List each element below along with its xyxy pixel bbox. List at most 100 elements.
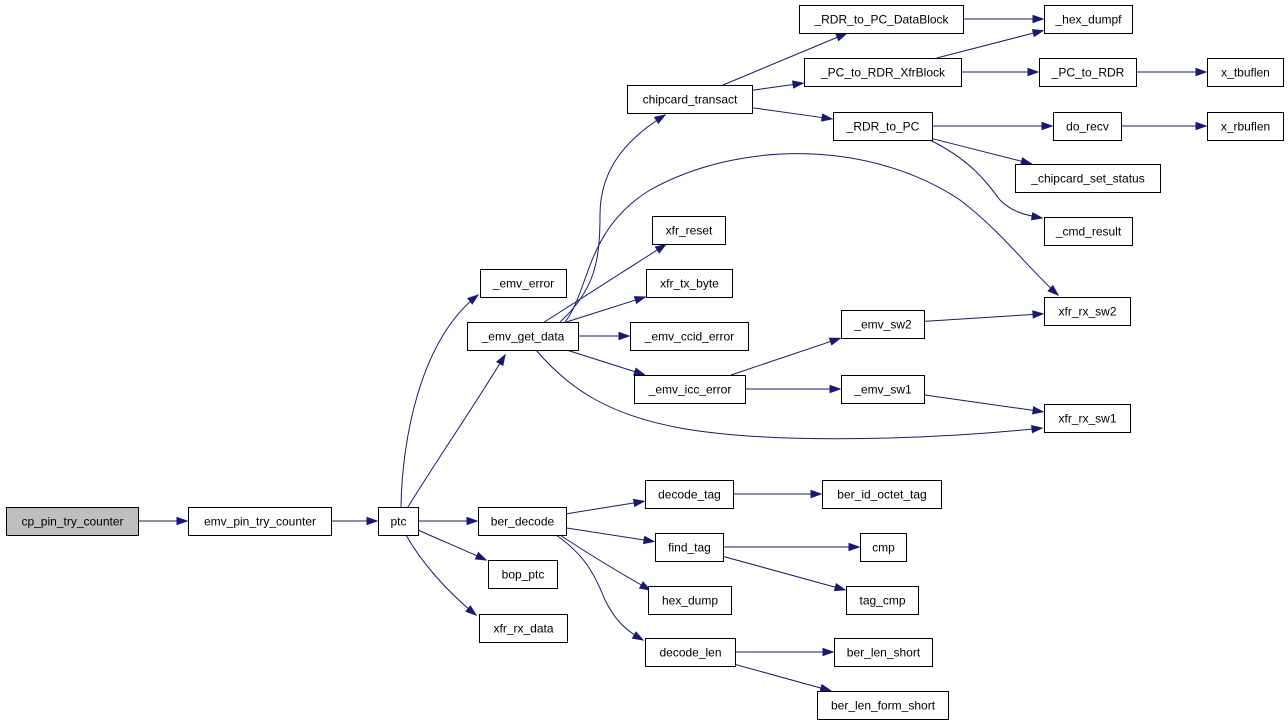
node-label: x_rbuflen bbox=[1221, 120, 1270, 134]
node-xfr_tx_byte[interactable]: xfr_tx_byte bbox=[646, 269, 733, 298]
edge-line bbox=[417, 529, 487, 561]
node-x_rbuflen[interactable]: x_rbuflen bbox=[1207, 112, 1284, 141]
node-_PC_to_RDR[interactable]: _PC_to_RDR bbox=[1039, 58, 1137, 87]
node-box bbox=[804, 58, 962, 87]
node-box bbox=[488, 560, 558, 589]
edge-ber_decode-to-hex_dump bbox=[559, 534, 652, 591]
edge-arrowhead bbox=[1032, 14, 1045, 24]
node-cp_pin_try_counter[interactable]: cp_pin_try_counter bbox=[6, 507, 139, 536]
node-box bbox=[1044, 404, 1131, 433]
node-tag_cmp[interactable]: tag_cmp bbox=[846, 586, 919, 615]
edge-arrowhead bbox=[466, 516, 479, 526]
node-_RDR_to_PC[interactable]: _RDR_to_PC bbox=[833, 112, 933, 141]
node-xfr_rx_sw1[interactable]: xfr_rx_sw1 bbox=[1044, 404, 1131, 433]
node-label: xfr_rx_data bbox=[493, 622, 553, 636]
node-box bbox=[646, 269, 733, 298]
edge-line bbox=[936, 32, 1035, 59]
node-box bbox=[822, 480, 942, 509]
node-box bbox=[188, 507, 332, 536]
edge-line bbox=[544, 248, 659, 323]
edge-arrowhead bbox=[1047, 284, 1060, 297]
node-_emv_ccid_error[interactable]: _emv_ccid_error bbox=[630, 322, 749, 351]
node-label: tag_cmp bbox=[859, 594, 905, 608]
edge-arrowhead bbox=[642, 535, 656, 545]
node-label: x_tbuflen bbox=[1221, 66, 1270, 80]
node-xfr_rx_data[interactable]: xfr_rx_data bbox=[479, 614, 568, 643]
node-ptc[interactable]: ptc bbox=[378, 507, 419, 536]
node-emv_pin_try_counter[interactable]: emv_pin_try_counter bbox=[188, 507, 332, 536]
edge-emv_pin_try_counter-to-ptc bbox=[331, 516, 379, 526]
node-label: _emv_sw1 bbox=[853, 383, 912, 397]
node-_emv_sw1[interactable]: _emv_sw1 bbox=[841, 375, 925, 404]
edge-line bbox=[923, 313, 1035, 322]
edge-arrowhead bbox=[467, 294, 480, 305]
node-box bbox=[1039, 58, 1137, 87]
edge-arrowhead bbox=[822, 647, 835, 657]
node-_emv_icc_error[interactable]: _emv_icc_error bbox=[634, 375, 746, 404]
node-_chipcard_set_status[interactable]: _chipcard_set_status bbox=[1015, 164, 1161, 193]
edge-_RDR_to_PC-to-_chipcard_set_status bbox=[931, 138, 1033, 166]
node-_emv_sw2[interactable]: _emv_sw2 bbox=[841, 310, 925, 339]
node-_PC_to_RDR_XfrBlock[interactable]: _PC_to_RDR_XfrBlock bbox=[804, 58, 962, 87]
node-do_recv[interactable]: do_recv bbox=[1053, 112, 1122, 141]
node-bop_ptc[interactable]: bop_ptc bbox=[488, 560, 558, 589]
node-label: _PC_to_RDR bbox=[1051, 66, 1125, 80]
edge-ptc-to-_emv_error bbox=[400, 294, 480, 508]
node-_emv_get_data[interactable]: _emv_get_data bbox=[467, 322, 579, 351]
edge-arrowhead bbox=[1032, 310, 1045, 319]
edge-arrowhead bbox=[176, 516, 189, 526]
node-box bbox=[846, 586, 919, 615]
node-_RDR_to_PC_DataBlock[interactable]: _RDR_to_PC_DataBlock bbox=[799, 5, 964, 34]
node-x_tbuflen[interactable]: x_tbuflen bbox=[1207, 58, 1284, 87]
node-_hex_dumpf[interactable]: _hex_dumpf bbox=[1044, 5, 1133, 34]
node-_emv_error[interactable]: _emv_error bbox=[480, 269, 567, 298]
node-find_tag[interactable]: find_tag bbox=[655, 533, 724, 562]
edge-arrowhead bbox=[1031, 29, 1045, 38]
node-decode_tag[interactable]: decode_tag bbox=[645, 480, 734, 509]
edge-arrowhead bbox=[618, 331, 631, 341]
node-_cmd_result[interactable]: _cmd_result bbox=[1044, 217, 1133, 246]
node-box bbox=[834, 638, 933, 667]
node-box bbox=[6, 507, 139, 536]
node-chipcard_transact[interactable]: chipcard_transact bbox=[627, 85, 753, 114]
node-decode_len[interactable]: decode_len bbox=[645, 638, 736, 667]
node-label: decode_len bbox=[659, 646, 721, 660]
node-label: ber_id_octet_tag bbox=[837, 488, 926, 502]
edge-arrowhead bbox=[474, 551, 488, 561]
node-hex_dump[interactable]: hex_dump bbox=[648, 586, 732, 615]
edge-line bbox=[535, 349, 1043, 440]
edge-line bbox=[931, 138, 1023, 163]
node-ber_len_form_short[interactable]: ber_len_form_short bbox=[817, 691, 949, 720]
node-label: _emv_sw2 bbox=[853, 318, 912, 332]
edge-_emv_sw2-to-xfr_rx_sw2 bbox=[923, 310, 1045, 322]
edge-ber_decode-to-decode_len bbox=[555, 534, 645, 641]
node-label: _hex_dumpf bbox=[1054, 13, 1122, 27]
edge-arrowhead bbox=[1032, 406, 1045, 415]
node-box bbox=[378, 507, 419, 536]
edge-arrowhead bbox=[631, 631, 645, 641]
edge-line bbox=[564, 153, 1059, 323]
node-label: _chipcard_set_status bbox=[1030, 172, 1144, 186]
node-xfr_reset[interactable]: xfr_reset bbox=[652, 216, 726, 245]
node-label: cmp bbox=[872, 541, 895, 555]
edge-_PC_to_RDR_XfrBlock-to-_hex_dumpf bbox=[936, 29, 1045, 59]
node-cmp[interactable]: cmp bbox=[860, 533, 907, 562]
node-label: bop_ptc bbox=[502, 568, 545, 582]
node-ber_decode[interactable]: ber_decode bbox=[478, 507, 567, 536]
node-box bbox=[652, 216, 726, 245]
node-ber_id_octet_tag[interactable]: ber_id_octet_tag bbox=[822, 480, 942, 509]
node-box bbox=[648, 586, 732, 615]
node-label: ber_len_short bbox=[847, 646, 921, 660]
edge-arrowhead bbox=[654, 243, 668, 254]
edge-arrowhead bbox=[821, 113, 834, 122]
node-box bbox=[1015, 164, 1161, 193]
edge-_emv_get_data-to-_emv_icc_error bbox=[566, 349, 646, 376]
edge-line bbox=[730, 340, 832, 376]
node-ber_len_short[interactable]: ber_len_short bbox=[834, 638, 933, 667]
node-xfr_rx_sw2[interactable]: xfr_rx_sw2 bbox=[1044, 297, 1131, 326]
edge-arrowhead bbox=[465, 605, 478, 616]
edge-arrowhead bbox=[653, 114, 667, 125]
edge-_RDR_to_PC-to-_cmd_result bbox=[929, 139, 1044, 221]
edge-arrowhead bbox=[1027, 67, 1040, 77]
edge-ptc-to-_emv_get_data bbox=[407, 353, 506, 508]
